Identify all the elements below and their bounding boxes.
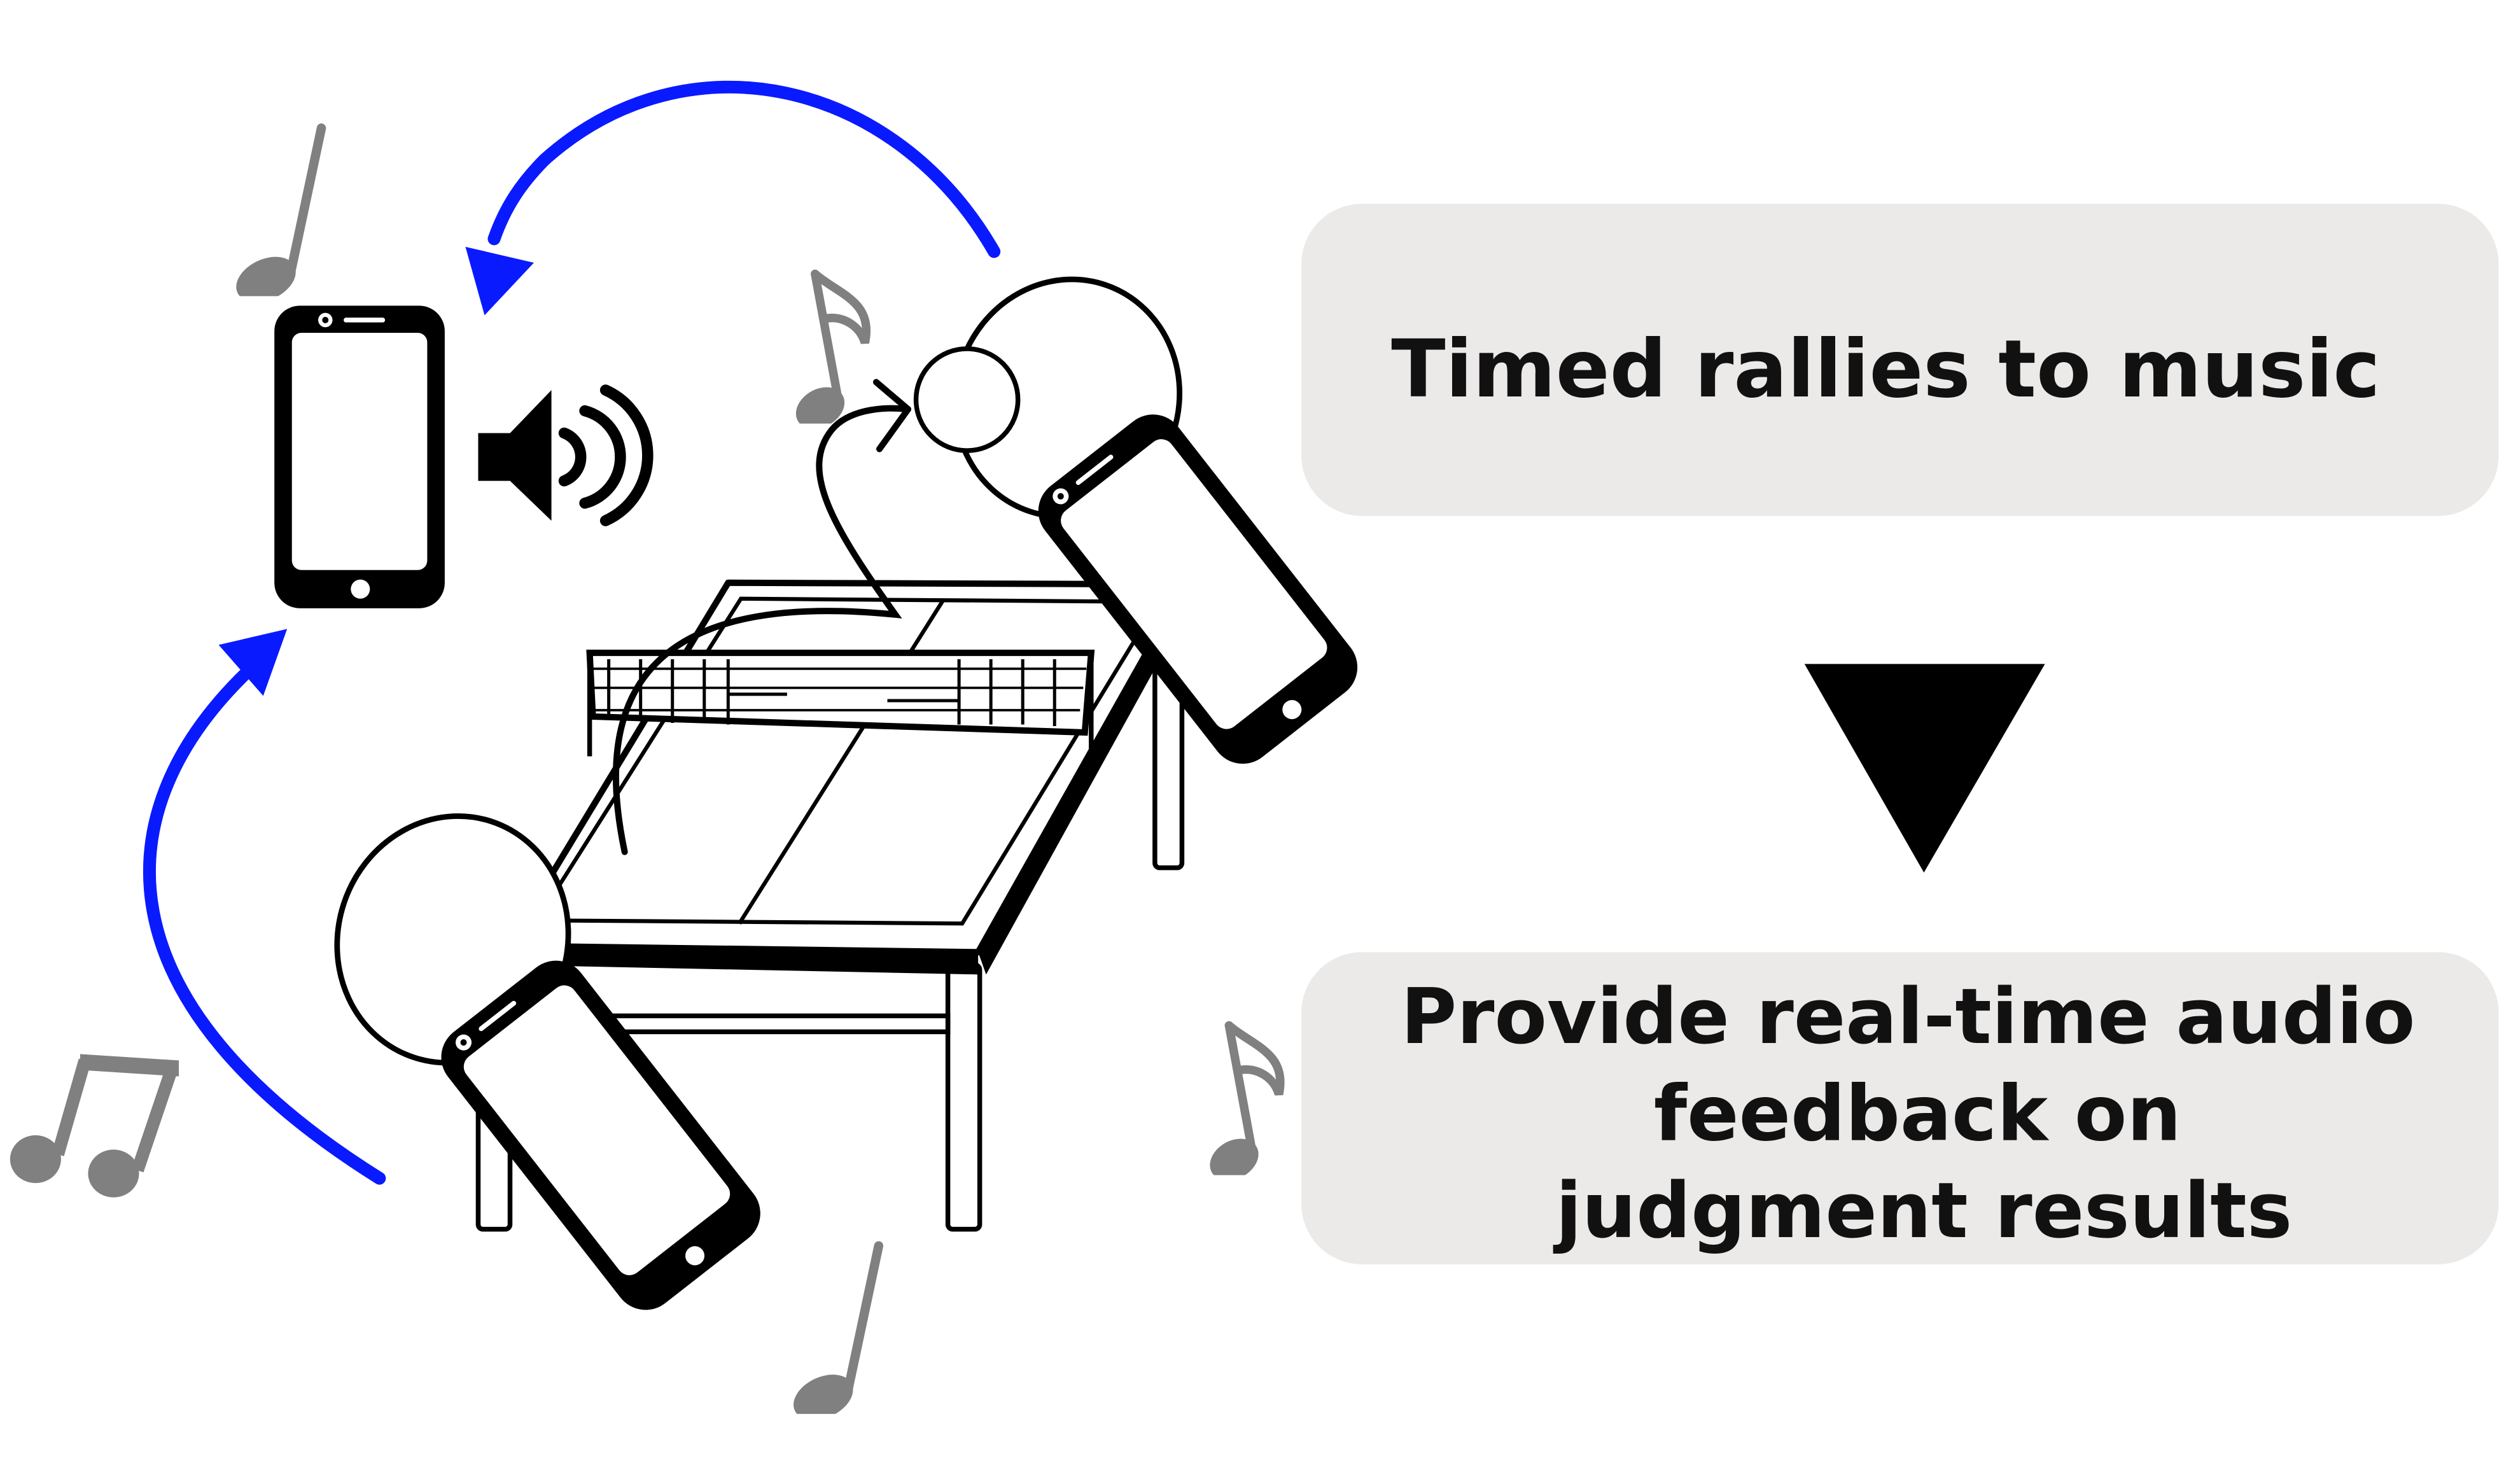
smartphone-icon — [274, 305, 445, 608]
trajectory-arrow — [612, 379, 912, 855]
ping-pong-table-icon — [475, 579, 1189, 1232]
smartphone-icon — [441, 960, 760, 1310]
music-note-icon — [229, 128, 321, 311]
cycle-arrow-top — [465, 80, 1001, 316]
cycle-arrow-bottom — [143, 629, 386, 1185]
smartphone-icon — [1038, 414, 1358, 764]
step-box-bottom: Provide real-time audio feedback on judg… — [1301, 952, 2499, 1264]
beamed-notes-icon — [10, 1054, 179, 1198]
step-top-label: Timed rallies to music — [1391, 323, 2380, 416]
ball-icon — [913, 346, 1021, 453]
music-note-icon — [1203, 1025, 1280, 1189]
step-bottom-line-2: feedback on — [1654, 1070, 2181, 1159]
step-box-top: Timed rallies to music — [1301, 204, 2499, 516]
music-note-icon — [787, 1246, 879, 1429]
step-bottom-line-1: Provide real-time audio — [1401, 973, 2415, 1061]
step-bottom-line-3: judgment results — [1553, 1167, 2293, 1256]
down-triangle-icon — [1804, 664, 2045, 873]
speaker-icon — [478, 384, 654, 526]
